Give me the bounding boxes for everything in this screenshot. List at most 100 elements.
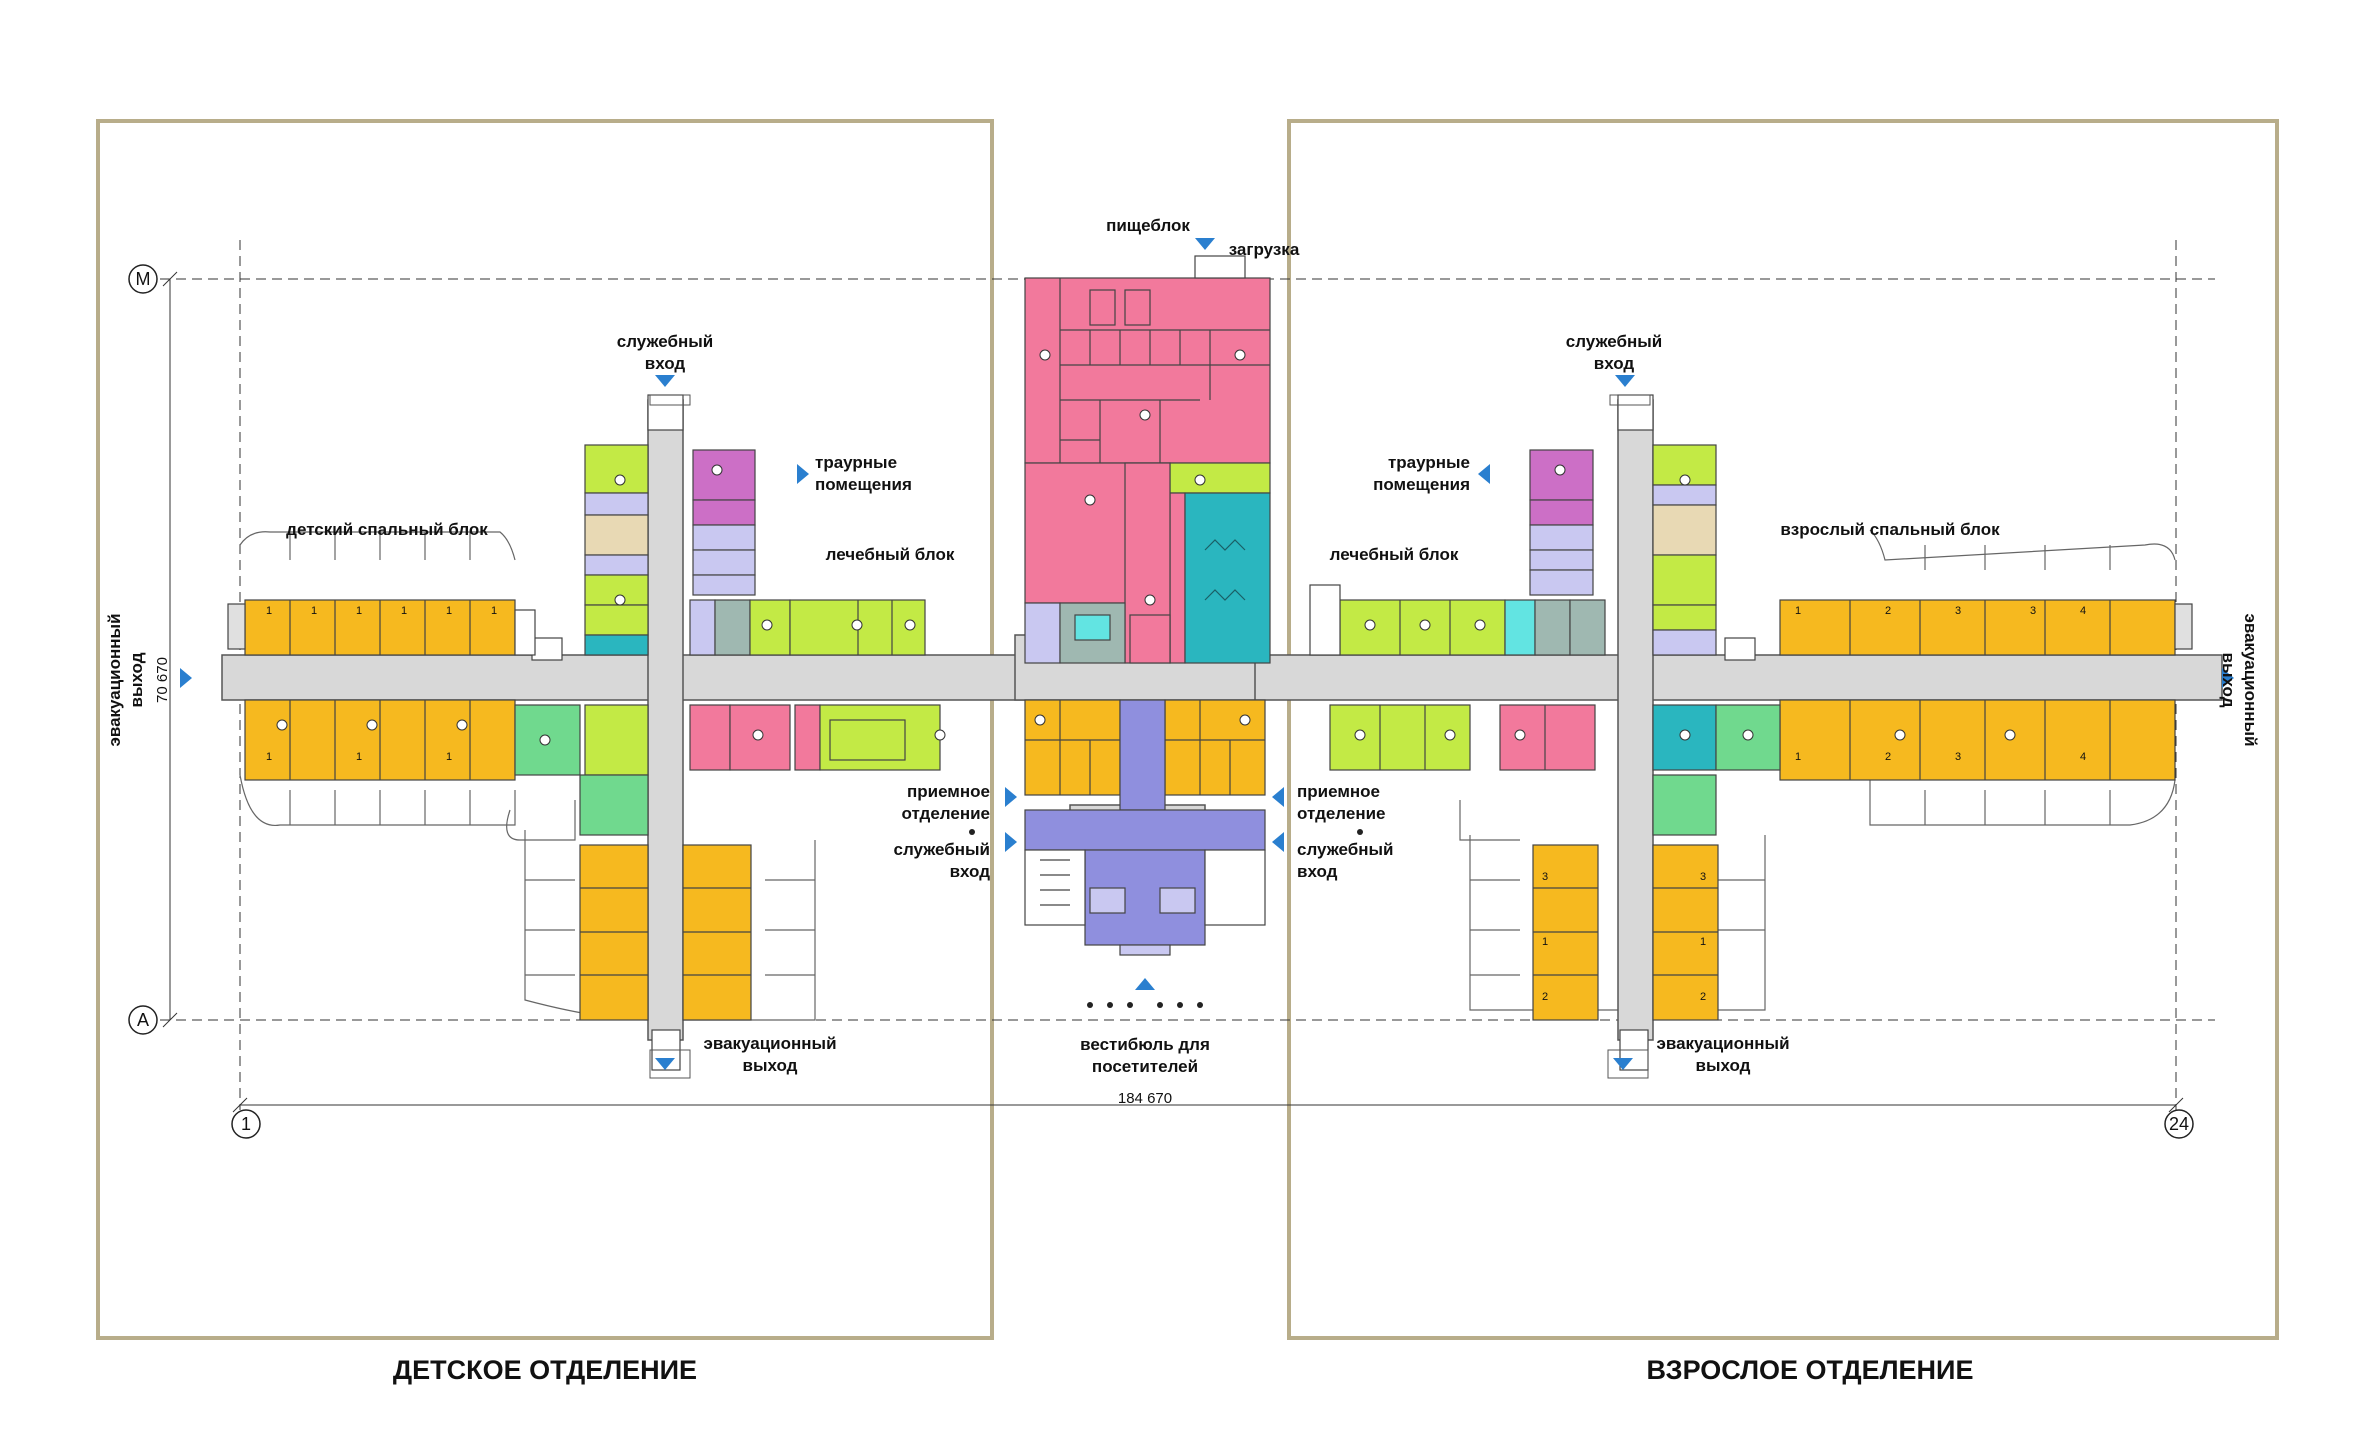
adult-sleep-block-south <box>1779 699 2176 781</box>
adult-section-frame <box>1287 119 2279 1340</box>
arrow-icon-reception-right <box>1272 787 1284 807</box>
svg-text:1: 1 <box>1795 605 1801 617</box>
arrow-icon-lobby <box>1135 978 1155 990</box>
svg-text:2: 2 <box>1885 751 1891 763</box>
arrow-icon-evac-east <box>2222 668 2234 688</box>
arrow-icon-evac-south-right <box>1613 1058 1633 1070</box>
label-evac-south-left-2: выход <box>743 1056 798 1075</box>
visitor-lobby <box>1024 809 1266 956</box>
label-evac-south-right-1: эвакуационный <box>1656 1034 1789 1053</box>
label-lobby-1: вестибюль для <box>1080 1035 1210 1054</box>
svg-text:3: 3 <box>2030 605 2036 617</box>
arrow-boxes <box>649 394 1651 1079</box>
svg-text:2: 2 <box>1885 605 1891 617</box>
label-service-west-2: вход <box>950 862 991 881</box>
svg-text:1: 1 <box>241 1114 251 1134</box>
children-sleep-block-north <box>227 599 516 656</box>
svg-text:3: 3 <box>1542 871 1548 883</box>
entrance-arrows <box>180 238 2234 1070</box>
label-adult-sleep-block: взрослый спальный блок <box>1780 520 2000 539</box>
svg-text:1: 1 <box>266 751 272 763</box>
arrow-icon-evac-west <box>180 668 192 688</box>
arrow-icon-mourning-right <box>1478 464 1490 484</box>
children-treatment-north <box>689 599 926 656</box>
label-service-entrance-left-2: вход <box>645 354 686 373</box>
label-evac-south-left-1: эвакуационный <box>703 1034 836 1053</box>
arrow-icon-service-east <box>1272 832 1284 852</box>
food-block <box>1024 255 1271 664</box>
entrance-posts <box>969 829 1363 1008</box>
section-title-adult: ВЗРОСЛОЕ ОТДЕЛЕНИЕ <box>1647 1355 1974 1385</box>
arrow-icon-mourning-left <box>797 464 809 484</box>
label-evac-east: эвакуационный выход <box>2219 613 2260 746</box>
svg-text:1: 1 <box>311 605 317 617</box>
label-mourning-right-2: помещения <box>1373 475 1470 494</box>
svg-text:24: 24 <box>2169 1114 2189 1134</box>
svg-text:эвакуационный: эвакуационный <box>105 613 124 746</box>
svg-text:выход: выход <box>127 652 146 707</box>
label-service-entrance-right-1: служебный <box>1566 332 1663 351</box>
label-service-entrance-left-1: служебный <box>617 332 714 351</box>
label-evac-south-right-2: выход <box>1696 1056 1751 1075</box>
svg-text:1: 1 <box>446 605 452 617</box>
room-numbers: 1 1 1 1 1 1 1 1 1 1 2 3 3 4 1 2 3 4 3 1 … <box>266 605 2086 1003</box>
axis-marker-left: 1 <box>231 1109 261 1139</box>
svg-text:А: А <box>137 1010 149 1030</box>
arrow-icon-reception-left <box>1005 787 1017 807</box>
svg-text:1: 1 <box>356 751 362 763</box>
label-mourning-left-1: траурные <box>815 453 897 472</box>
svg-text:70 670: 70 670 <box>154 657 171 703</box>
label-treatment-right: лечебный блок <box>1330 545 1459 564</box>
room-markers <box>276 349 2016 746</box>
adult-service-north <box>1529 444 1717 656</box>
label-service-east-2: вход <box>1297 862 1338 881</box>
svg-text:1: 1 <box>491 605 497 617</box>
children-service-north <box>584 444 756 656</box>
arrow-icon-service-left <box>655 375 675 387</box>
svg-text:1: 1 <box>1795 751 1801 763</box>
children-south-rooms <box>579 704 941 836</box>
svg-text:1: 1 <box>401 605 407 617</box>
svg-text:1: 1 <box>446 751 452 763</box>
label-service-east-1: служебный <box>1297 840 1394 859</box>
label-loading: загрузка <box>1229 240 1300 259</box>
adult-sleep-block-north <box>1779 599 2193 656</box>
axis-marker-bottom: А <box>128 1005 158 1035</box>
svg-text:4: 4 <box>2080 751 2086 763</box>
label-food-block: пищеблок <box>1106 216 1190 235</box>
label-service-west-1: служебный <box>894 840 991 859</box>
svg-text:1: 1 <box>1700 936 1706 948</box>
section-title-children: ДЕТСКОЕ ОТДЕЛЕНИЕ <box>393 1355 697 1385</box>
svg-text:4: 4 <box>2080 605 2086 617</box>
label-reception-right-1: приемное <box>1297 782 1380 801</box>
svg-text:1: 1 <box>266 605 272 617</box>
dimension-lines <box>162 271 2184 1113</box>
label-reception-left-2: отделение <box>901 804 990 823</box>
children-sleep-block-south <box>244 699 516 781</box>
label-treatment-left: лечебный блок <box>826 545 955 564</box>
svg-text:3: 3 <box>1955 605 1961 617</box>
svg-text:3: 3 <box>1700 871 1706 883</box>
arrow-icon-service-west <box>1005 832 1017 852</box>
arrow-icon-service-right <box>1615 375 1635 387</box>
arrow-icon-evac-south-left <box>655 1058 675 1070</box>
axis-marker-right: 24 <box>2164 1109 2194 1139</box>
label-children-sleep-block: детский спальный блок <box>286 520 488 539</box>
adult-south-sleep <box>1532 844 1719 1021</box>
label-reception-right-2: отделение <box>1297 804 1386 823</box>
svg-text:1: 1 <box>1542 936 1548 948</box>
label-mourning-right-1: траурные <box>1388 453 1470 472</box>
axis-marker-top: М <box>128 264 158 294</box>
label-evac-west: эвакуационный выход <box>105 613 146 746</box>
label-lobby-2: посетителей <box>1092 1057 1198 1076</box>
label-reception-left-1: приемное <box>907 782 990 801</box>
svg-text:1: 1 <box>356 605 362 617</box>
children-section-frame <box>96 119 994 1340</box>
label-dimension-width: 184 670 <box>1118 1090 1172 1107</box>
svg-text:3: 3 <box>1955 751 1961 763</box>
arrow-icon-loading <box>1195 238 1215 250</box>
label-mourning-left-2: помещения <box>815 475 912 494</box>
reception-block <box>1024 699 1266 811</box>
svg-text:2: 2 <box>1542 991 1548 1003</box>
